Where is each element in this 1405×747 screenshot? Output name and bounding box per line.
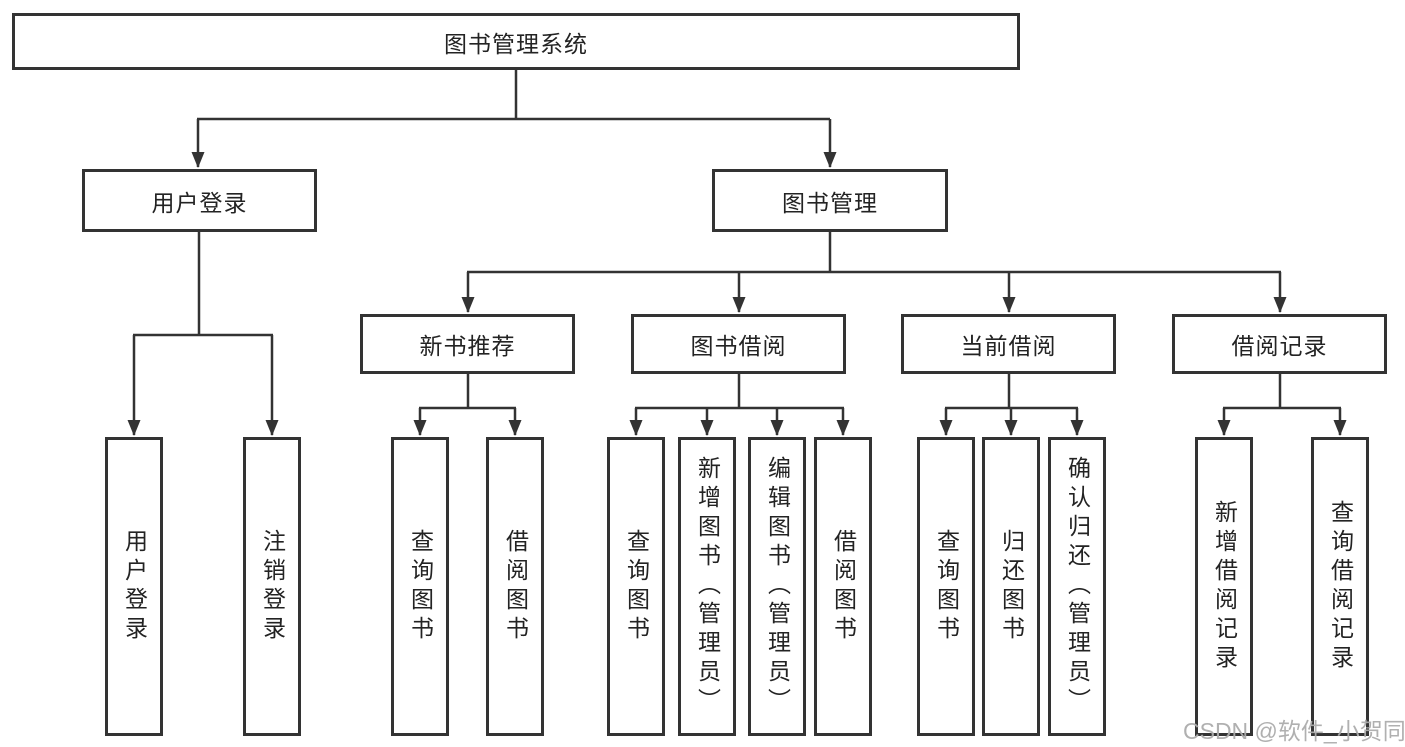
node-label: 图书管理系统 bbox=[444, 30, 588, 57]
leaf-borrow-books-borrowing: 借阅图书 bbox=[814, 437, 872, 736]
leaf-logout-login: 注销登录 bbox=[243, 437, 301, 736]
node-label: 用户登录 bbox=[121, 528, 148, 645]
leaf-query-books-borrowing: 查询图书 bbox=[607, 437, 665, 736]
node-label: 用户登录 bbox=[151, 189, 248, 216]
node-book-borrowing: 图书借阅 bbox=[631, 314, 846, 374]
node-label: 借阅图书 bbox=[830, 528, 857, 645]
node-borrowing-records: 借阅记录 bbox=[1172, 314, 1387, 374]
node-label: 新书推荐 bbox=[419, 333, 516, 359]
node-label: 注销登录 bbox=[259, 528, 286, 645]
node-label: 图书借阅 bbox=[690, 333, 787, 359]
leaf-query-books-current: 查询图书 bbox=[917, 437, 975, 736]
node-label: 查询图书 bbox=[933, 528, 960, 645]
leaf-add-book-admin: 新增图书（管理员） bbox=[678, 437, 736, 736]
csdn-watermark: CSDN @软件_小贺同学 bbox=[1183, 718, 1405, 744]
node-label: 查询图书 bbox=[623, 528, 650, 645]
node-label: 新增图书（管理员） bbox=[694, 456, 721, 717]
leaf-add-borrow-record: 新增借阅记录 bbox=[1195, 437, 1253, 736]
node-book-management: 图书管理 bbox=[712, 169, 948, 232]
node-label: 归还图书 bbox=[998, 528, 1025, 645]
node-label: 编辑图书（管理员） bbox=[764, 456, 791, 717]
node-label: 当前借阅 bbox=[960, 333, 1057, 359]
node-label: 确认归还（管理员） bbox=[1064, 456, 1091, 717]
leaf-user-login: 用户登录 bbox=[105, 437, 163, 736]
leaf-confirm-return-admin: 确认归还（管理员） bbox=[1048, 437, 1106, 736]
node-new-book-recommendation: 新书推荐 bbox=[360, 314, 575, 374]
node-label: 借阅记录 bbox=[1231, 333, 1328, 359]
node-label: 借阅图书 bbox=[502, 528, 529, 645]
leaf-edit-book-admin: 编辑图书（管理员） bbox=[748, 437, 806, 736]
node-user-login: 用户登录 bbox=[82, 169, 317, 232]
node-label: 查询借阅记录 bbox=[1327, 499, 1354, 674]
node-library-management-system: 图书管理系统 bbox=[12, 13, 1020, 70]
node-label: 图书管理 bbox=[782, 189, 878, 216]
node-current-borrowing: 当前借阅 bbox=[901, 314, 1116, 374]
leaf-return-books: 归还图书 bbox=[982, 437, 1040, 736]
node-label: 新增借阅记录 bbox=[1211, 499, 1238, 674]
leaf-query-books-recommendation: 查询图书 bbox=[391, 437, 449, 736]
node-label: 查询图书 bbox=[407, 528, 434, 645]
leaf-borrow-books-recommendation: 借阅图书 bbox=[486, 437, 544, 736]
leaf-query-borrow-record: 查询借阅记录 bbox=[1311, 437, 1369, 736]
